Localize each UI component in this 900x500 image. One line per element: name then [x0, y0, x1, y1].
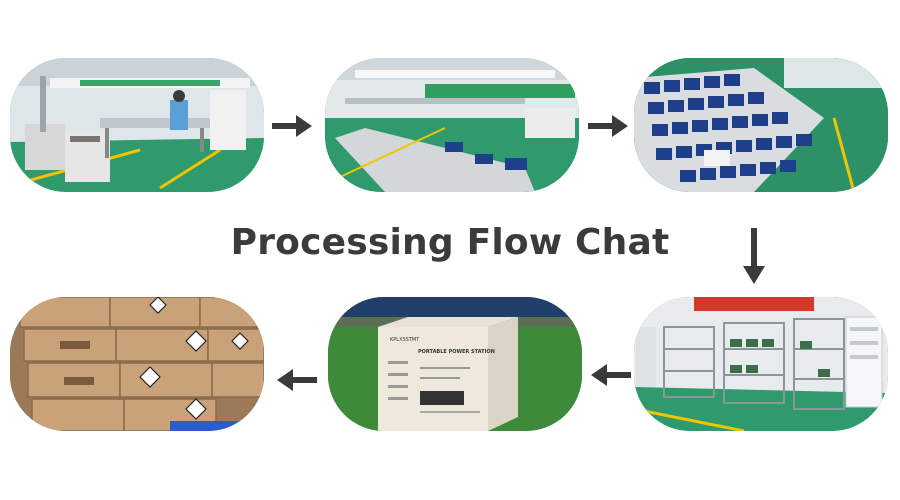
box-brand-text: KPLXSSTMT	[390, 337, 420, 343]
step-3-battery-cells-photo	[634, 58, 888, 192]
arrow-left-2	[275, 367, 317, 393]
step-2-production-line-photo	[325, 58, 579, 192]
arrow-left-1	[589, 362, 631, 388]
page-title: Processing Flow Chat	[230, 222, 670, 263]
step-6-stacked-cartons-photo	[10, 297, 264, 431]
arrow-right-2	[588, 113, 630, 139]
step-1-assembly-line-photo	[10, 58, 264, 192]
arrow-right-1	[272, 113, 314, 139]
step-4-aging-test-racks-photo	[634, 297, 888, 431]
box-product-text: PORTABLE POWER STATION	[418, 349, 495, 355]
arrow-down	[742, 228, 766, 286]
step-5-packaged-box-photo: KPLXSSTMT PORTABLE POWER STATION	[328, 297, 582, 431]
